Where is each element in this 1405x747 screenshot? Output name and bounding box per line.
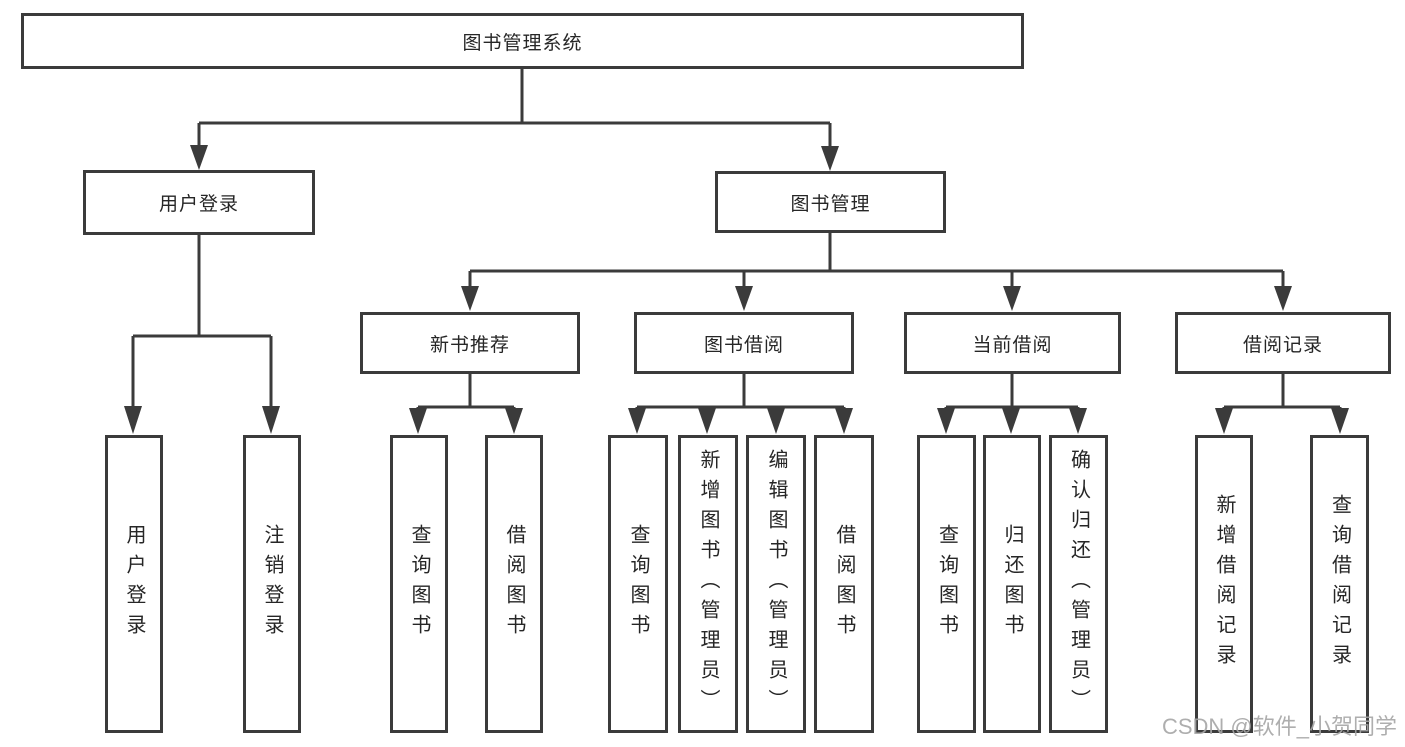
node-label: 借阅图书 bbox=[833, 524, 855, 644]
connector-root bbox=[197, 69, 832, 148]
arrowhead bbox=[821, 146, 839, 171]
node-label: 确认归还（管理员） bbox=[1067, 449, 1090, 719]
node-label: 借阅图书 bbox=[503, 524, 525, 644]
arrowhead bbox=[1215, 408, 1233, 434]
connector-borrow-records bbox=[1222, 374, 1342, 410]
leaf-confirm-return-admin: 确认归还（管理员） bbox=[1049, 435, 1108, 733]
arrowhead bbox=[409, 408, 427, 434]
arrowhead bbox=[505, 408, 523, 434]
node-label: 用户登录 bbox=[123, 524, 145, 644]
node-current-borrowing: 当前借阅 bbox=[904, 312, 1121, 374]
leaf-borrow-books-recommend: 借阅图书 bbox=[485, 435, 543, 733]
arrowhead bbox=[461, 286, 479, 311]
node-label: 用户登录 bbox=[158, 194, 239, 215]
arrowhead bbox=[767, 408, 785, 434]
arrowhead bbox=[698, 408, 716, 434]
node-label: 借阅记录 bbox=[1242, 334, 1323, 356]
arrowhead bbox=[937, 408, 955, 434]
node-label: 图书借阅 bbox=[703, 334, 784, 356]
connector-book-management bbox=[468, 233, 1285, 288]
node-label: 新增借阅记录 bbox=[1213, 494, 1235, 674]
node-label: 查询图书 bbox=[627, 524, 649, 644]
arrowhead bbox=[735, 286, 753, 311]
node-label: 查询借阅记录 bbox=[1328, 494, 1351, 674]
node-library-system: 图书管理系统 bbox=[21, 13, 1024, 69]
leaf-logout: 注销登录 bbox=[243, 435, 301, 733]
leaf-edit-book-admin: 编辑图书（管理员） bbox=[746, 435, 806, 733]
csdn-watermark: CSDN @软件_小贺同学 bbox=[1161, 714, 1397, 739]
node-label: 图书管理 bbox=[790, 193, 871, 215]
node-label: 归还图书 bbox=[1001, 524, 1023, 644]
leaf-borrow-books-borrowing: 借阅图书 bbox=[814, 435, 874, 733]
arrowhead bbox=[835, 408, 853, 434]
leaf-query-books-current: 查询图书 bbox=[917, 435, 976, 733]
arrowhead bbox=[1003, 286, 1021, 311]
leaf-query-books-borrowing: 查询图书 bbox=[608, 435, 668, 733]
node-borrowing-records: 借阅记录 bbox=[1175, 312, 1391, 374]
connector-book-borrowing bbox=[635, 374, 846, 410]
leaf-user-login: 用户登录 bbox=[105, 435, 163, 733]
arrowhead bbox=[190, 145, 208, 170]
node-label: 编辑图书（管理员） bbox=[765, 449, 787, 719]
leaf-query-books-recommend: 查询图书 bbox=[390, 435, 448, 733]
node-new-book-recommendation: 新书推荐 bbox=[360, 312, 580, 374]
arrowhead bbox=[262, 406, 280, 434]
arrowhead bbox=[1069, 408, 1087, 434]
node-book-management: 图书管理 bbox=[715, 171, 946, 233]
node-label: 查询图书 bbox=[935, 524, 958, 644]
node-label: 新书推荐 bbox=[429, 334, 510, 356]
node-user-login: 用户登录 bbox=[83, 170, 315, 235]
connector-current-borrowing bbox=[944, 374, 1080, 410]
arrowhead bbox=[1331, 408, 1349, 434]
arrowhead bbox=[1274, 286, 1292, 311]
leaf-add-book-admin: 新增图书（管理员） bbox=[678, 435, 738, 733]
leaf-query-borrow-record: 查询借阅记录 bbox=[1310, 435, 1369, 733]
arrowhead bbox=[628, 408, 646, 434]
connector-user-login bbox=[131, 235, 273, 408]
arrowhead bbox=[1002, 408, 1020, 434]
node-label: 注销登录 bbox=[261, 524, 283, 644]
leaf-return-books: 归还图书 bbox=[983, 435, 1041, 733]
leaf-add-borrow-record: 新增借阅记录 bbox=[1195, 435, 1253, 733]
node-label: 查询图书 bbox=[408, 524, 430, 644]
node-book-borrowing: 图书借阅 bbox=[634, 312, 854, 374]
arrowhead bbox=[124, 406, 142, 434]
node-label: 新增图书（管理员） bbox=[697, 449, 719, 719]
connector-new-books bbox=[416, 374, 516, 410]
node-label: 当前借阅 bbox=[972, 334, 1053, 356]
node-label: 图书管理系统 bbox=[462, 32, 583, 54]
